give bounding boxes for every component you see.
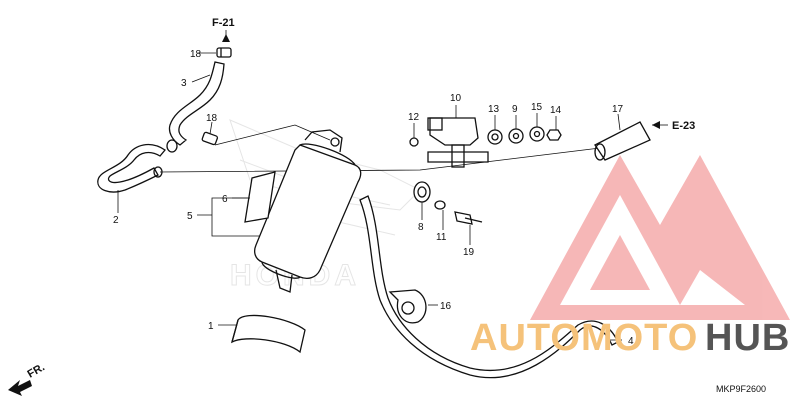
nut-15	[546, 129, 562, 141]
washer-16	[529, 126, 545, 142]
watermark-text-hub: HUB	[705, 317, 790, 359]
drawing-code: MKP9F2600	[716, 384, 766, 394]
washer-9	[508, 128, 524, 144]
pad-6	[244, 171, 276, 223]
band-1	[230, 314, 306, 354]
callout-8: 8	[418, 222, 424, 233]
leader-lines	[117, 30, 668, 341]
grommet-8	[413, 181, 431, 203]
front-direction-arrow	[8, 380, 32, 396]
callout-19: 19	[463, 247, 475, 258]
clamp-18-middle	[201, 131, 219, 146]
callout-16: 15	[531, 102, 543, 113]
callout-10: 10	[450, 93, 462, 104]
watermark-triangle-logo	[530, 155, 790, 320]
callout-4: 5	[187, 211, 193, 222]
washer-11	[434, 200, 446, 210]
canister-4	[254, 129, 362, 293]
bolt-19	[454, 211, 483, 225]
hose-3-2	[97, 61, 225, 193]
callout-1: 1	[208, 321, 214, 332]
callout-11: 11	[436, 232, 447, 243]
callout-18-middle: 18	[206, 113, 218, 124]
callout-12: 12	[408, 112, 420, 123]
hose-17	[594, 121, 651, 161]
clamp-18-top	[216, 47, 232, 58]
callout-15: 14	[550, 105, 562, 116]
arrow-left-icon	[652, 121, 660, 129]
ref-e23: E-23	[672, 120, 695, 132]
watermark-text-automoto: AUTOMOTO	[470, 317, 698, 359]
nut-12	[409, 137, 419, 147]
purge-valve-10	[427, 117, 489, 168]
grommet-13	[487, 129, 503, 145]
callout-2: 2	[113, 215, 119, 226]
callout-13: 13	[488, 104, 500, 115]
direction-label: FR.	[26, 361, 47, 380]
hose-5	[359, 195, 619, 379]
arrow-up-icon	[222, 34, 230, 42]
ref-f21: F-21	[212, 17, 235, 29]
thin-vent-line	[159, 124, 601, 173]
clip-14	[388, 289, 427, 324]
callout-18-top: 18	[190, 49, 202, 60]
callout-3: 3	[181, 78, 187, 89]
callout-14: 16	[440, 301, 452, 312]
callout-6: 6	[222, 194, 228, 205]
callout-17: 17	[612, 104, 624, 115]
callout-5: 4	[628, 336, 634, 347]
callout-9: 9	[512, 104, 518, 115]
